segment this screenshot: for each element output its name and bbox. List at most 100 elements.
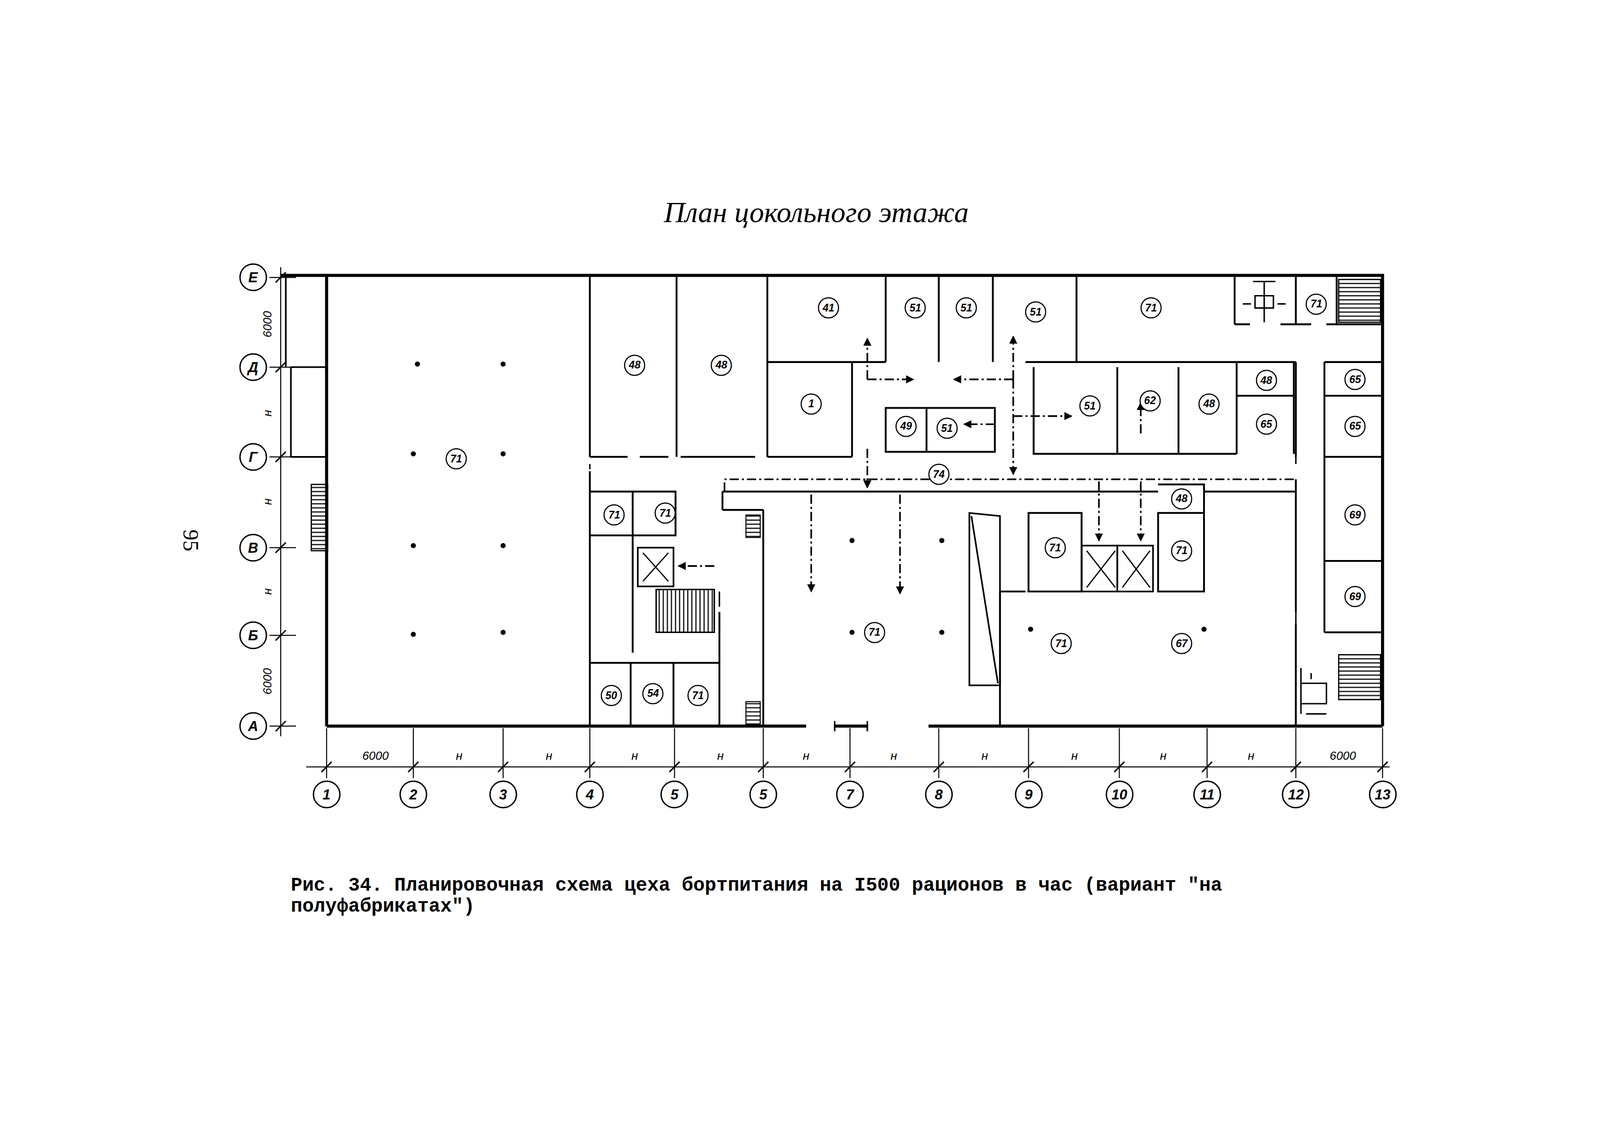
room-number: 41 — [817, 297, 840, 319]
elevator — [1081, 545, 1118, 592]
circle-outline — [711, 355, 732, 376]
column-dot — [939, 538, 945, 544]
dimension-line — [280, 267, 1390, 768]
circle-outline — [1344, 505, 1366, 526]
circle-outline — [1344, 416, 1366, 437]
circle-outline — [576, 781, 604, 808]
room-number: 48 — [623, 354, 646, 377]
circle-outline — [1079, 396, 1100, 417]
stair — [311, 484, 328, 551]
interior-wall — [589, 275, 1383, 727]
circle-outline — [239, 713, 267, 740]
circle-outline — [239, 443, 267, 471]
room-number: 71 — [1170, 540, 1193, 563]
ditto-mark: н — [1158, 749, 1169, 763]
stair — [1338, 279, 1381, 323]
circle-outline — [642, 683, 663, 704]
column-dot — [410, 451, 416, 457]
room-number: 51 — [936, 417, 959, 440]
column-dot — [414, 361, 420, 367]
axis-marker: 5 — [660, 780, 689, 809]
callout-number: 71 — [1055, 638, 1068, 650]
axis-label: 11 — [1199, 787, 1215, 803]
flow-arrow — [1098, 481, 1100, 542]
axis-label: 3 — [499, 787, 507, 803]
room-number: 49 — [895, 415, 918, 438]
room-number: 71 — [687, 684, 709, 707]
axis-label: 13 — [1374, 787, 1391, 803]
ditto-mark: н — [888, 749, 899, 763]
circle-outline — [925, 781, 953, 808]
column-dot — [410, 543, 416, 549]
column-dot — [500, 543, 506, 549]
callout-number: 51 — [1084, 401, 1096, 412]
axis-label: 9 — [1024, 787, 1033, 803]
column-dot — [849, 630, 855, 636]
circle-outline — [956, 297, 977, 318]
axis-label: 4 — [585, 787, 594, 803]
stair — [1338, 655, 1381, 700]
flow-arrow — [1140, 481, 1142, 542]
axis-marker: Г — [239, 442, 268, 472]
room-number: 65 — [1255, 413, 1278, 436]
flow-arrow — [866, 448, 869, 488]
axis-label: А — [247, 719, 258, 734]
axis-marker: 11 — [1193, 780, 1222, 809]
callout-number: 69 — [1349, 591, 1361, 603]
door-mark — [589, 448, 1296, 633]
circle-outline — [687, 685, 709, 706]
callout-number: 54 — [647, 688, 660, 699]
callout-number: 51 — [941, 423, 954, 434]
axis-marker: А — [239, 712, 268, 741]
ditto-mark: н — [979, 749, 990, 763]
elevator — [1117, 545, 1153, 592]
circle-outline — [1282, 781, 1309, 808]
axis-marker: 13 — [1368, 780, 1397, 809]
flow-arrow — [678, 565, 715, 568]
axis-label: Б — [248, 628, 259, 643]
flow-arrow — [899, 495, 902, 595]
circle-outline — [1171, 541, 1192, 562]
axis-marker: 10 — [1105, 780, 1134, 809]
room-number: 48 — [710, 354, 733, 377]
page-number: 95 — [178, 527, 204, 554]
column-dot — [939, 630, 945, 636]
equipment-symbol — [1242, 281, 1327, 715]
axis-marker: Е — [239, 263, 268, 292]
callout-number: 48 — [1175, 493, 1188, 505]
flow-arrow — [866, 338, 869, 380]
circle-outline — [239, 264, 267, 291]
axis-marker: Д — [239, 353, 268, 382]
room-number: 71 — [1044, 536, 1067, 559]
outer-wall — [280, 275, 1383, 727]
room-number: 48 — [1170, 488, 1193, 511]
dimension: 6000 — [260, 309, 275, 340]
room-number: 71 — [654, 502, 677, 525]
circle-outline — [1256, 414, 1277, 435]
callout-number: 51 — [960, 302, 973, 314]
flow-line — [724, 479, 1296, 492]
callout-number: 65 — [1349, 374, 1361, 386]
callout-number: 51 — [1029, 307, 1042, 318]
circle-outline — [750, 781, 777, 808]
axis-marker: 4 — [575, 780, 605, 809]
circle-outline — [896, 416, 917, 437]
room-number: 51 — [955, 297, 978, 319]
circle-outline — [1193, 781, 1221, 808]
callout-number: 71 — [1310, 298, 1323, 310]
room-number: 69 — [1344, 504, 1366, 527]
room-number: 51 — [904, 297, 927, 319]
room-number: 1 — [800, 393, 823, 416]
flow-arrow — [953, 378, 1014, 381]
ditto-mark: н — [629, 749, 640, 763]
callout-number: 71 — [692, 690, 704, 702]
callout-number: 62 — [1144, 395, 1157, 407]
ramp — [969, 513, 1001, 686]
circle-outline — [801, 394, 822, 415]
column-dot — [500, 361, 506, 367]
room-number: 71 — [445, 448, 468, 470]
column-dots — [410, 361, 1207, 638]
circle-outline — [313, 781, 340, 808]
callout-number: 1 — [808, 398, 815, 410]
